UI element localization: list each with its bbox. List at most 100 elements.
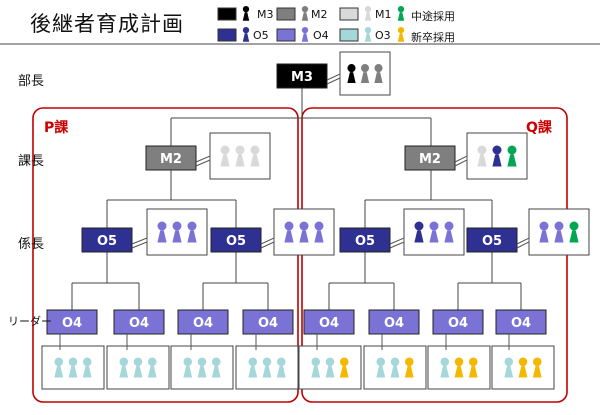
person-head	[404, 357, 414, 367]
person-body	[429, 230, 439, 243]
candidate-icon-o4	[187, 221, 197, 243]
legend-swatch-m1	[339, 7, 359, 21]
person-head	[187, 221, 197, 231]
candidate-icon-o3	[183, 357, 193, 378]
candidate-icon-o3	[147, 357, 157, 378]
person-body	[119, 366, 129, 378]
rank-m2-p-kacho-label: M2	[160, 152, 182, 167]
person-head	[454, 357, 464, 367]
person-head	[504, 357, 514, 367]
candidate-connector	[195, 155, 211, 167]
candidate-icon-o4	[314, 221, 324, 243]
candidate-icon-new	[339, 357, 349, 378]
candidate-icon-o3	[311, 357, 321, 378]
person-body	[157, 230, 167, 243]
legend-icon-o4	[301, 27, 309, 42]
person-body	[299, 230, 309, 243]
level-label-leader: リーダー	[8, 315, 52, 328]
rank-o4-leader-4-box	[242, 309, 294, 335]
candidate-icon-o3	[68, 357, 78, 378]
person-body	[397, 33, 405, 42]
person-body	[360, 72, 370, 83]
candidate-icon-o4	[172, 221, 182, 243]
person-body	[440, 366, 450, 378]
rank-o4-leader-1-label: O4	[62, 316, 82, 331]
person-body	[507, 154, 517, 167]
person-body	[301, 33, 309, 42]
person-body	[477, 154, 487, 167]
rank-o5-kakaricho-4-box	[466, 227, 518, 253]
person-head	[235, 145, 245, 155]
person-head	[211, 357, 221, 367]
person-body	[492, 154, 502, 167]
person-body	[68, 366, 78, 378]
person-head	[248, 357, 258, 367]
person-body	[518, 366, 528, 378]
rank-o5-kakaricho-2-label: O5	[226, 234, 246, 249]
rank-m3-bucho-box	[276, 63, 328, 89]
person-body	[250, 154, 260, 167]
candidate-card-leader-8	[491, 345, 555, 390]
rank-m2-p-kacho-box	[145, 145, 197, 171]
person-head	[299, 221, 309, 231]
person-head	[376, 357, 386, 367]
candidate-icon-o4	[284, 221, 294, 243]
rank-o5-kakaricho-4-label: O5	[482, 234, 502, 249]
person-body	[404, 366, 414, 378]
person-body	[454, 366, 464, 378]
person-head	[364, 27, 372, 34]
candidate-card-leader-3	[170, 345, 234, 390]
candidate-icon-m3	[347, 64, 356, 83]
region-label-q: Q課	[526, 120, 552, 136]
legend-icon-m2	[301, 5, 309, 21]
candidate-icon-o4	[554, 221, 564, 243]
candidate-connector	[260, 237, 275, 249]
person-body	[414, 230, 424, 243]
candidate-icon-o3	[504, 357, 514, 378]
candidate-connector	[454, 155, 468, 167]
person-body	[314, 230, 324, 243]
person-head	[119, 357, 129, 367]
person-head	[339, 357, 349, 367]
person-body	[54, 366, 64, 378]
person-head	[54, 357, 64, 367]
candidate-icon-mid	[569, 221, 579, 243]
person-head	[197, 357, 207, 367]
legend-swatch-o5	[217, 28, 237, 42]
person-body	[390, 366, 400, 378]
person-body	[284, 230, 294, 243]
person-body	[235, 154, 245, 167]
rank-o4-leader-7-label: O4	[448, 316, 468, 331]
legend-swatch-o4	[276, 28, 296, 42]
person-body	[183, 366, 193, 378]
rank-o4-leader-6-box	[368, 309, 420, 335]
rank-o5-kakaricho-2-box	[210, 227, 262, 253]
person-head	[157, 221, 167, 231]
rank-o5-kakaricho-1-label: O5	[97, 234, 117, 249]
rank-m2-q-kacho-label: M2	[419, 152, 441, 167]
person-body	[242, 12, 250, 21]
page-title: 後継者育成計画	[30, 12, 184, 36]
legend-icon-o3	[364, 27, 372, 42]
person-head	[440, 357, 450, 367]
level-label-kakaricho: 係長	[18, 237, 45, 252]
candidate-icon-m2	[374, 64, 383, 83]
level-label-kacho: 課長	[18, 154, 45, 169]
person-body	[197, 366, 207, 378]
person-body	[311, 366, 321, 378]
person-body	[276, 366, 286, 378]
candidate-icon-o4	[299, 221, 309, 243]
person-head	[242, 5, 250, 13]
rank-o4-leader-6-label: O4	[384, 316, 404, 331]
person-head	[468, 357, 478, 367]
rank-o4-leader-8-box	[495, 309, 547, 335]
person-head	[82, 357, 92, 367]
rank-o5-kakaricho-1-box	[81, 227, 133, 253]
candidate-connector	[131, 237, 148, 249]
person-body	[397, 12, 405, 21]
person-head	[301, 27, 309, 34]
candidate-card-o5-4	[528, 208, 590, 256]
rank-o4-leader-1-box	[46, 309, 98, 335]
